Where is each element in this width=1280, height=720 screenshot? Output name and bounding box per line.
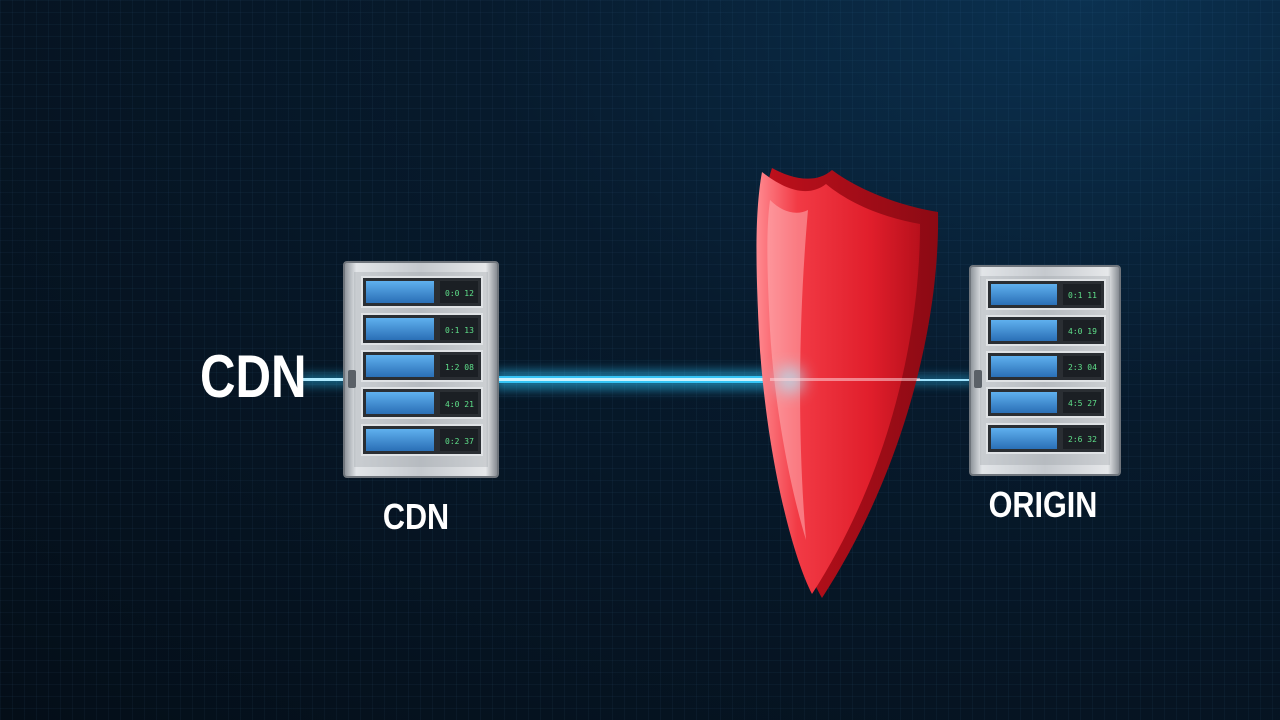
origin-server-rack-icon: 0:1 11 4:0 19 2:3 04 4:5 27 [969, 265, 1121, 476]
cdn-server-label: CDN [382, 496, 450, 537]
connection-shield-to-origin [880, 376, 975, 384]
connection-cdn-to-shield [495, 370, 795, 390]
cdn-drive-bays: 0:0 12 0:1 13 1:2 08 4:0 21 [361, 276, 483, 456]
svg-text:0:1 11: 0:1 11 [1068, 291, 1097, 300]
beam-left [300, 374, 350, 386]
side-cdn-label: CDN [200, 343, 307, 410]
svg-text:2:6 32: 2:6 32 [1068, 435, 1097, 444]
shield-icon [756, 168, 939, 598]
cdn-server-rack-icon: 0:0 12 0:1 13 1:2 08 4:0 21 [343, 261, 499, 478]
svg-text:0:2 37: 0:2 37 [445, 437, 474, 446]
svg-text:1:2 08: 1:2 08 [445, 363, 474, 372]
origin-server-label: ORIGIN [988, 484, 1098, 525]
svg-text:4:5 27: 4:5 27 [1068, 399, 1097, 408]
svg-text:2:3 04: 2:3 04 [1068, 363, 1097, 372]
origin-drive-bays: 0:1 11 4:0 19 2:3 04 4:5 27 [986, 279, 1106, 454]
svg-text:4:0 21: 4:0 21 [445, 400, 474, 409]
svg-text:0:0 12: 0:0 12 [445, 289, 474, 298]
svg-text:4:0 19: 4:0 19 [1068, 327, 1097, 336]
svg-text:0:1 13: 0:1 13 [445, 326, 474, 335]
